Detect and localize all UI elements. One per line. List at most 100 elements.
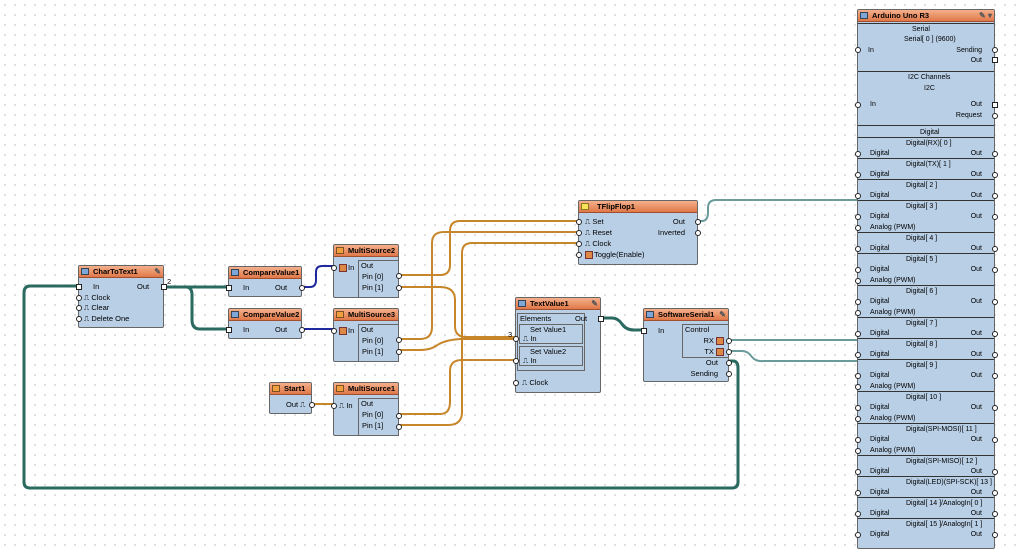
- i2c-request-pin[interactable]: [992, 113, 998, 119]
- channel-digital-pin[interactable]: [855, 373, 861, 379]
- channel-pwm-pin[interactable]: [855, 448, 861, 454]
- channel-pwm-pin[interactable]: [855, 310, 861, 316]
- chartotext-header[interactable]: CharToText1✎: [79, 266, 163, 278]
- multisource2-p0-pin[interactable]: [396, 273, 402, 279]
- softwareserial-tx-pin[interactable]: [726, 349, 732, 355]
- channel-digital-pin[interactable]: [855, 469, 861, 475]
- channel-out-pin[interactable]: [992, 490, 998, 496]
- textvalue-out-pin[interactable]: [598, 316, 604, 322]
- wrench-icon[interactable]: ✎: [591, 299, 598, 308]
- comparevalue2-in-pin[interactable]: [226, 327, 232, 333]
- channel-out-pin[interactable]: [992, 267, 998, 273]
- tflipflop-component[interactable]: TFlipFlop1 ⎍ Set ⎍ Reset ⎍ Clock Toggle(…: [576, 200, 701, 265]
- channel-digital-pin[interactable]: [855, 214, 861, 220]
- tflipflop-out-pin[interactable]: [695, 219, 701, 225]
- multisource3-p1-pin[interactable]: [396, 349, 402, 355]
- channel-out-pin[interactable]: [992, 193, 998, 199]
- channel-digital-pin[interactable]: [855, 193, 861, 199]
- chartotext-out-pin[interactable]: [161, 284, 167, 290]
- channel-digital-pin[interactable]: [855, 172, 861, 178]
- chartotext-clock-pin[interactable]: [76, 295, 82, 301]
- channel-out-pin[interactable]: [992, 437, 998, 443]
- tflipflop-clock-pin[interactable]: [576, 241, 582, 247]
- channel-out-pin[interactable]: [992, 352, 998, 358]
- softwareserial-header[interactable]: SoftwareSerial1✎: [644, 309, 728, 321]
- serial-in-pin[interactable]: [855, 47, 861, 53]
- multisource3-component[interactable]: MultiSource3 In Out Pin [0] Pin [1]: [331, 308, 402, 362]
- channel-pwm-pin[interactable]: [855, 416, 861, 422]
- channel-pwm-pin[interactable]: [855, 278, 861, 284]
- comparevalue1-in-pin[interactable]: [226, 285, 232, 291]
- chartotext-delete-pin[interactable]: [76, 316, 82, 322]
- channel-digital-pin[interactable]: [855, 267, 861, 273]
- channel-digital-pin[interactable]: [855, 151, 861, 157]
- multisource3-in-pin[interactable]: [331, 328, 337, 334]
- channel-out-pin[interactable]: [992, 405, 998, 411]
- channel-digital-pin[interactable]: [855, 511, 861, 517]
- channel-pwm-pin[interactable]: [855, 384, 861, 390]
- softwareserial-rx-pin[interactable]: [726, 338, 732, 344]
- channel-out-pin[interactable]: [992, 151, 998, 157]
- start-component[interactable]: Start1 Out ⎍: [269, 382, 315, 414]
- tflipflop-set-pin[interactable]: [576, 219, 582, 225]
- channel-digital-pin[interactable]: [855, 352, 861, 358]
- softwareserial-out-pin[interactable]: [726, 360, 732, 366]
- arduino-board[interactable]: Arduino Uno R3✎ ▾ Serial Serial[ 0 ] (96…: [855, 9, 998, 549]
- i2c-out-pin[interactable]: [992, 102, 998, 108]
- multisource2-p1-pin[interactable]: [396, 285, 402, 291]
- channel-digital-pin[interactable]: [855, 331, 861, 337]
- comparevalue2-component[interactable]: CompareValue2 In Out: [226, 308, 305, 339]
- channel-out-pin[interactable]: [992, 172, 998, 178]
- multisource1-header[interactable]: MultiSource1: [334, 383, 398, 395]
- set-value2-item[interactable]: Set Value2 ⎍ In: [519, 346, 583, 366]
- multisource3-p0-pin[interactable]: [396, 337, 402, 343]
- channel-out-pin[interactable]: [992, 214, 998, 220]
- set-value1-item[interactable]: Set Value1 ⎍ In: [519, 324, 583, 344]
- channel-out-pin[interactable]: [992, 511, 998, 517]
- multisource2-component[interactable]: MultiSource2 In Out Pin [0] Pin [1]: [331, 244, 402, 298]
- comparevalue1-header[interactable]: CompareValue1: [229, 267, 301, 279]
- softwareserial-sending-pin[interactable]: [726, 371, 732, 377]
- textvalue-v1-in-pin[interactable]: [513, 336, 519, 342]
- channel-out-pin[interactable]: [992, 373, 998, 379]
- tflipflop-header[interactable]: TFlipFlop1: [579, 201, 697, 213]
- start-header[interactable]: Start1: [270, 383, 311, 395]
- chartotext-clear-pin[interactable]: [76, 305, 82, 311]
- multisource3-header[interactable]: MultiSource3: [334, 309, 398, 321]
- tflipflop-toggle-pin[interactable]: [576, 252, 582, 258]
- channel-out-pin[interactable]: [992, 532, 998, 538]
- channel-digital-pin[interactable]: [855, 490, 861, 496]
- channel-digital-pin[interactable]: [855, 299, 861, 305]
- i2c-in-pin[interactable]: [855, 102, 861, 108]
- textvalue-v2-in-pin[interactable]: [513, 358, 519, 364]
- start-out-pin[interactable]: [309, 402, 315, 408]
- channel-out-pin[interactable]: [992, 331, 998, 337]
- multisource1-component[interactable]: MultiSource1 ⎍ In Out Pin [0] Pin [1]: [331, 382, 402, 436]
- multisource2-header[interactable]: MultiSource2: [334, 245, 398, 257]
- tflipflop-inverted-pin[interactable]: [695, 230, 701, 236]
- softwareserial-component[interactable]: SoftwareSerial1✎ In Control RX TX Out Se…: [641, 308, 732, 382]
- chartotext-component[interactable]: CharToText1✎ In ⎍ Clock ⎍ Clear ⎍ Delete…: [76, 265, 171, 328]
- arduino-header[interactable]: Arduino Uno R3✎ ▾: [858, 10, 994, 22]
- chartotext-in-pin[interactable]: [76, 284, 82, 290]
- serial-sending-pin[interactable]: [992, 47, 998, 53]
- comparevalue2-header[interactable]: CompareValue2: [229, 309, 301, 321]
- multisource1-p1-pin[interactable]: [396, 424, 402, 430]
- wrench-icon[interactable]: ✎: [719, 310, 726, 319]
- textvalue-component[interactable]: TextValue1✎ Elements Set Value1 ⎍ In Set…: [508, 297, 604, 393]
- wrench-icon[interactable]: ✎: [154, 267, 161, 276]
- textvalue-header[interactable]: TextValue1✎: [516, 298, 600, 310]
- channel-out-pin[interactable]: [992, 299, 998, 305]
- channel-out-pin[interactable]: [992, 469, 998, 475]
- comparevalue2-out-pin[interactable]: [299, 327, 305, 333]
- channel-out-pin[interactable]: [992, 246, 998, 252]
- textvalue-clock-pin[interactable]: [513, 380, 519, 386]
- comparevalue1-out-pin[interactable]: [299, 285, 305, 291]
- channel-digital-pin[interactable]: [855, 405, 861, 411]
- channel-pwm-pin[interactable]: [855, 225, 861, 231]
- channel-digital-pin[interactable]: [855, 532, 861, 538]
- channel-digital-pin[interactable]: [855, 246, 861, 252]
- multisource1-p0-pin[interactable]: [396, 413, 402, 419]
- elements-panel[interactable]: Elements Set Value1 ⎍ In Set Value2 ⎍ In: [517, 313, 585, 371]
- tflipflop-reset-pin[interactable]: [576, 230, 582, 236]
